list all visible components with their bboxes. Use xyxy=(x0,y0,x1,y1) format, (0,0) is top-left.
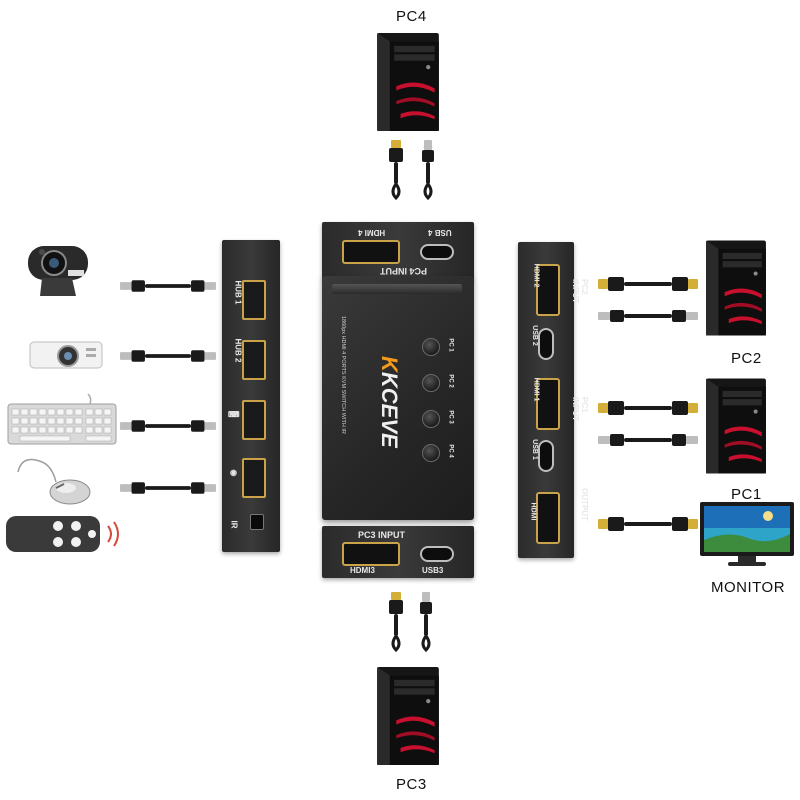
pc4-input-panel: HDMI 4 USB 4 PC4 INPUT xyxy=(322,222,474,280)
mouse-symbol-icon: ◉ xyxy=(230,468,237,477)
pc3-input-label: PC3 INPUT xyxy=(358,530,406,540)
pc3-label: PC3 xyxy=(396,776,427,793)
hdmi2-port xyxy=(536,264,560,316)
webcam-usb-cable-icon xyxy=(120,280,216,292)
usb1-port xyxy=(538,440,554,472)
pc3-tower-icon xyxy=(377,667,439,765)
usb3-label: USB3 xyxy=(422,566,444,575)
usb2-port xyxy=(538,328,554,360)
pc2-input-label: PC2 INPUT xyxy=(571,279,589,303)
keyboard-usb-cable-icon xyxy=(120,420,216,432)
pc4-select-button[interactable] xyxy=(422,444,440,462)
usb3-port xyxy=(420,546,454,562)
monitor-label: MONITOR xyxy=(711,579,786,596)
ir-label: IR xyxy=(229,520,239,529)
pc1-select-button[interactable] xyxy=(422,338,440,356)
pc1-button-label: PC 1 xyxy=(447,338,454,352)
mouse-usb-cable-icon xyxy=(120,482,216,494)
brand-logo: KKCEVE xyxy=(368,356,408,466)
pc3-hdmi-cable-icon xyxy=(387,592,405,652)
pc2-usb-cable-icon xyxy=(598,310,698,322)
pc2-hdmi-cable-icon xyxy=(598,277,698,291)
pc2-label: PC2 xyxy=(731,350,762,367)
pc4-button-label: PC 4 xyxy=(447,444,454,458)
pc2-select-button[interactable] xyxy=(422,374,440,392)
usb2-label: USB 2 xyxy=(530,325,538,346)
right-io-panel: HDMI 2 USB 2 PC2 INPUT HDMI 1 USB 1 PC1 … xyxy=(518,242,589,558)
webcam-icon xyxy=(28,246,88,296)
usb4-port xyxy=(420,244,454,260)
pc1-label: PC1 xyxy=(731,486,762,503)
pc1-hdmi-cable-icon xyxy=(598,401,698,415)
hdmi-output-port xyxy=(536,492,560,544)
hdmi4-port xyxy=(342,240,400,264)
hdmi1-label: HDMI 1 xyxy=(532,377,540,402)
pc4-label: PC4 xyxy=(396,8,427,25)
pc4-hdmi-cable-icon xyxy=(387,140,405,200)
keyboard-usb-port xyxy=(242,400,266,440)
hub1-usb-port xyxy=(242,280,266,320)
monitor-hdmi-cable-icon xyxy=(598,517,698,531)
pc1-tower-icon xyxy=(706,378,766,474)
pc1-input-label: PC1 INPUT xyxy=(571,397,589,421)
keyboard-symbol-icon: ⌨ xyxy=(228,410,240,419)
hdmi1-port xyxy=(536,378,560,430)
pc2-button-label: PC 2 xyxy=(447,374,454,388)
pc3-input-panel: PC3 INPUT HDMI3 USB3 xyxy=(322,526,474,578)
kvm-switch-main-unit: KKCEVE 1860px HDMI 4 PORTS KVM SWITCH WI… xyxy=(322,276,474,520)
hub-panel: HUB 1 HUB 2 ⌨ ◉ IR xyxy=(222,240,280,552)
hdmi4-label: HDMI 4 xyxy=(358,228,386,237)
brand-k-icon: K xyxy=(377,356,402,372)
hdmi2-label: HDMI 2 xyxy=(532,263,540,288)
hub2-usb-port xyxy=(242,340,266,380)
hdmi3-port xyxy=(342,542,400,566)
projector-icon xyxy=(29,341,103,369)
brand-name: KCEVE xyxy=(377,371,402,448)
output-label: OUTPUT xyxy=(579,488,589,521)
monitor-icon xyxy=(700,502,794,566)
hdmi3-label: HDMI3 xyxy=(350,566,375,575)
mouse-usb-port xyxy=(242,458,266,498)
model-text: 1860px HDMI 4 PORTS KVM SWITCH WITH IR xyxy=(340,316,346,434)
keyboard-icon xyxy=(7,393,117,445)
pc4-tower-icon xyxy=(377,33,439,131)
ir-remote-icon xyxy=(6,516,119,552)
hdmi-output-label: HDMI xyxy=(529,502,537,521)
usb1-label: USB 1 xyxy=(530,439,538,460)
pc4-usb-cable-icon xyxy=(420,140,436,200)
pc1-usb-cable-icon xyxy=(598,434,698,446)
usb4-label: USB 4 xyxy=(428,228,452,237)
pc3-usb-cable-icon xyxy=(418,592,434,652)
pc4-input-label: PC4 INPUT xyxy=(380,266,428,276)
pc3-button-label: PC 3 xyxy=(447,410,454,424)
mouse-icon xyxy=(17,458,91,505)
pc2-tower-icon xyxy=(706,240,766,336)
pc3-select-button[interactable] xyxy=(422,410,440,428)
ir-sensor xyxy=(250,514,264,530)
projector-usb-cable-icon xyxy=(120,350,216,362)
